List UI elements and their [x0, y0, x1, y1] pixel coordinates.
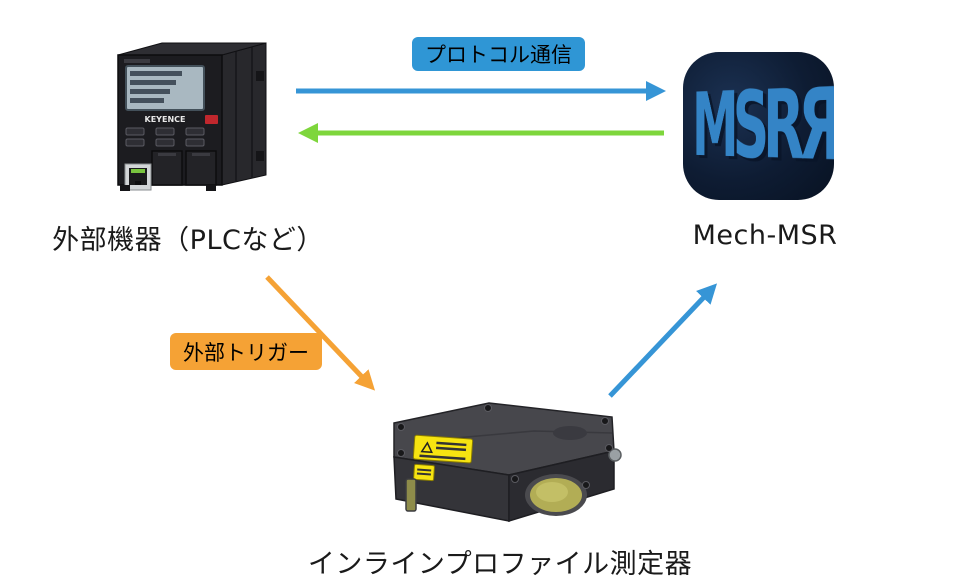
plc-module-slot	[151, 150, 183, 186]
external-trigger-badge: 外部トリガー	[170, 333, 322, 370]
profiler-device-image	[393, 402, 622, 523]
plc-ethernet-port	[124, 163, 152, 191]
profiler-logo-smudge	[553, 426, 587, 440]
plc-module-slot	[185, 150, 217, 186]
profiler-lens	[525, 474, 587, 516]
plc-node-label: 外部機器（PLCなど）	[52, 225, 324, 256]
profiler-screws	[397, 404, 613, 489]
arrow-measurement-output	[608, 283, 718, 398]
plc-buttons	[125, 127, 205, 147]
plc-red-badge	[205, 115, 218, 124]
plc-brand-text: KEYENCE	[145, 115, 186, 124]
laser-warning-label	[412, 434, 474, 464]
profiler-emitter-slit	[405, 478, 417, 512]
small-warning-label	[413, 463, 435, 482]
profiler-node-label: インラインプロファイル測定器	[307, 549, 693, 580]
protocol-communication-badge: プロトコル通信	[412, 37, 585, 71]
arrow-external-trigger	[265, 275, 376, 391]
profiler-connector	[608, 448, 622, 462]
mech-msr-app-icon: MSRЯ	[683, 52, 834, 200]
plc-device-image: KEYENCE	[117, 42, 267, 191]
mech-msr-node-label: Mech-MSR	[692, 220, 838, 251]
